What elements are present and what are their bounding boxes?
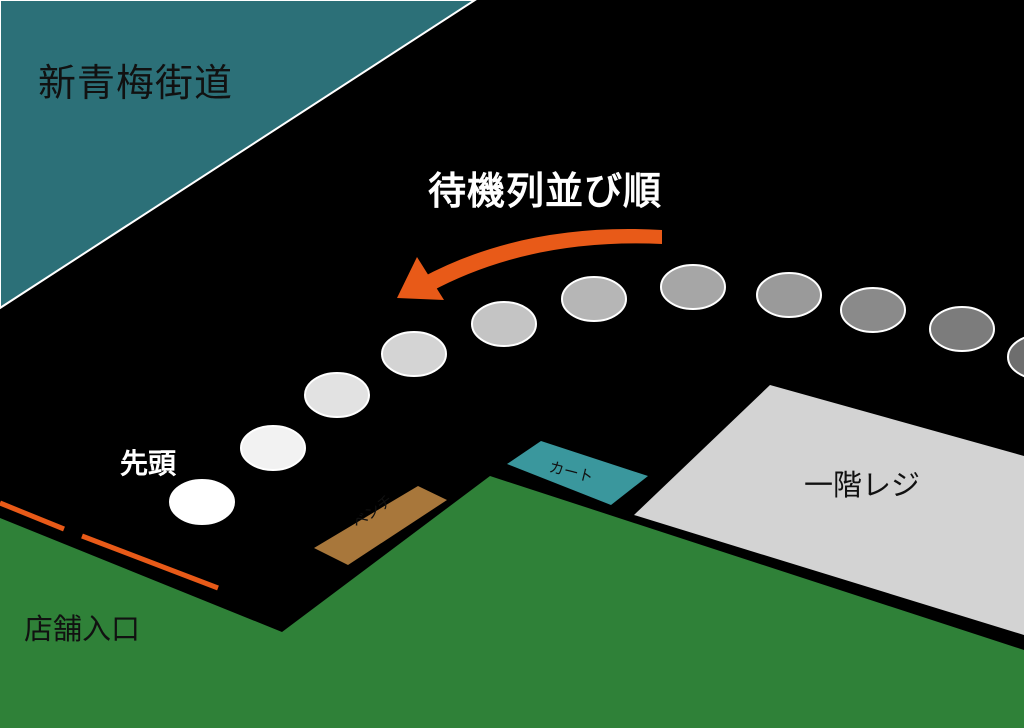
bench <box>314 486 447 565</box>
queue-direction-arrowhead <box>397 257 444 300</box>
queue-person-head <box>169 479 235 525</box>
entrance-marker <box>81 533 219 591</box>
register-label: 一階レジ <box>804 468 921 502</box>
cart-area <box>507 441 648 505</box>
queue-people <box>169 264 1024 525</box>
queue-person <box>381 331 447 377</box>
queue-person <box>561 276 627 322</box>
store-entrance-label: 店舗入口 <box>24 612 141 646</box>
queue-direction-arrow <box>421 229 662 292</box>
road-label: 新青梅街道 <box>38 61 234 105</box>
queue-order-label: 待機列並び順 <box>428 169 663 213</box>
queue-person <box>756 272 822 318</box>
queue-person <box>929 306 995 352</box>
queue-person <box>840 287 906 333</box>
store-floor-area <box>0 476 1024 728</box>
register-area <box>634 385 1024 635</box>
queue-person <box>1007 336 1024 378</box>
queue-person <box>471 301 537 347</box>
queue-person <box>660 264 726 310</box>
queue-head-label: 先頭 <box>120 447 177 480</box>
entrance-marker <box>0 500 65 532</box>
queue-person <box>240 425 306 471</box>
road-area <box>0 0 477 310</box>
queue-person <box>304 372 370 418</box>
